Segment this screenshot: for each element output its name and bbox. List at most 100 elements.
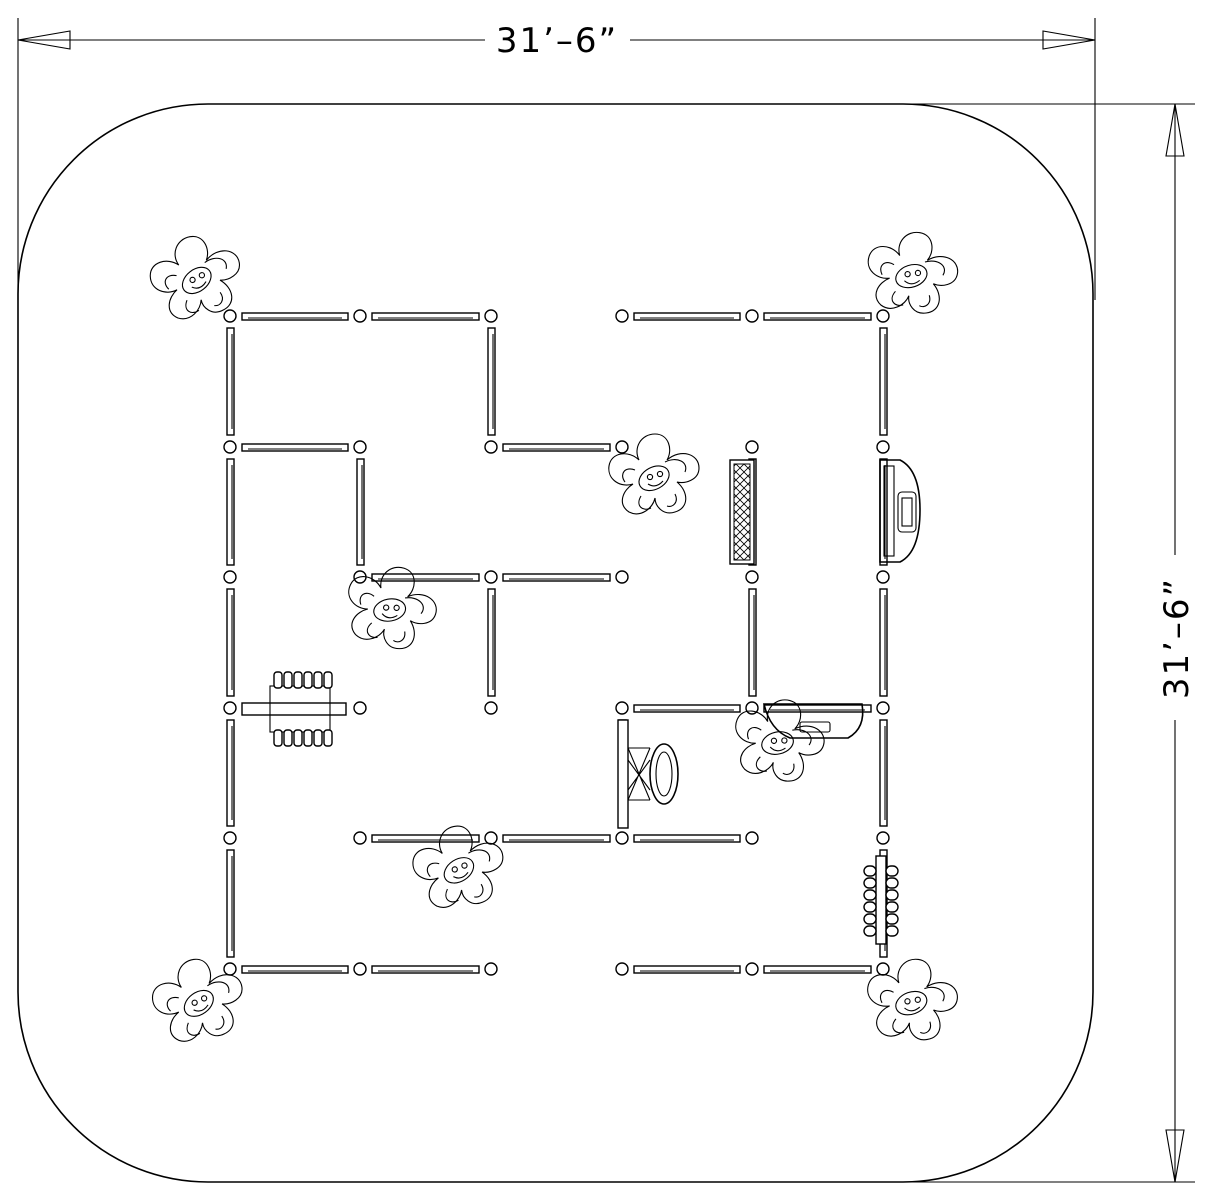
maze-panel xyxy=(487,588,496,697)
roller-bump xyxy=(863,877,877,889)
maze-post xyxy=(615,701,629,715)
safety-surface-outline xyxy=(17,103,1094,1183)
climbing-net-panel-icon xyxy=(729,459,755,565)
maze-panel xyxy=(226,719,235,827)
balance-beam-icon xyxy=(241,671,347,747)
maze-walls xyxy=(223,309,890,976)
maze-post xyxy=(745,440,759,454)
maze-panel xyxy=(487,327,496,436)
flower-icon xyxy=(860,224,964,320)
maze-panel xyxy=(879,588,888,697)
maze-post xyxy=(615,831,629,845)
beam-tooth xyxy=(303,671,313,689)
pod-panel-icon xyxy=(762,703,864,739)
maze-panel xyxy=(502,573,611,582)
maze-post xyxy=(615,570,629,584)
maze-post xyxy=(484,440,498,454)
flower-icon xyxy=(335,553,447,659)
beam-tooth xyxy=(273,671,283,689)
roller-bump xyxy=(885,889,899,901)
beam-tooth xyxy=(293,729,303,747)
maze-post xyxy=(745,831,759,845)
maze-panel xyxy=(502,834,611,843)
maze-panel xyxy=(633,834,741,843)
maze-post xyxy=(353,701,367,715)
maze-post xyxy=(615,309,629,323)
maze-post xyxy=(223,440,237,454)
maze-post xyxy=(484,831,498,845)
maze-post xyxy=(484,701,498,715)
width-label: 31’–6” xyxy=(496,21,618,61)
maze-panel xyxy=(633,965,741,974)
beam-tooth xyxy=(283,729,293,747)
maze-post xyxy=(484,962,498,976)
maze-panel xyxy=(371,312,480,321)
flower-icon xyxy=(861,952,963,1046)
maze-panel xyxy=(763,965,872,974)
beam-tooth xyxy=(313,671,323,689)
height-dimension: 31’–6” xyxy=(895,103,1197,1183)
beam-tooth xyxy=(323,671,333,689)
beam-tooth xyxy=(303,729,313,747)
maze-post xyxy=(876,962,890,976)
maze-panel xyxy=(748,588,757,697)
beam-tooth xyxy=(273,729,283,747)
steering-panel-icon xyxy=(879,459,921,563)
maze-post xyxy=(615,962,629,976)
roller-bump xyxy=(885,925,899,937)
roller-bump xyxy=(885,877,899,889)
roller-bump xyxy=(863,865,877,877)
maze-panel xyxy=(763,704,872,713)
maze-panel xyxy=(879,719,888,827)
maze-panel xyxy=(633,704,741,713)
maze-post xyxy=(223,831,237,845)
log-roller-icon xyxy=(863,855,899,945)
maze-panel xyxy=(502,443,611,452)
width-dimension: 31’–6” xyxy=(17,18,1096,300)
maze-post xyxy=(876,440,890,454)
roller-bump xyxy=(885,901,899,913)
maze-post xyxy=(745,309,759,323)
maze-post xyxy=(876,570,890,584)
maze-panel xyxy=(241,965,349,974)
maze-post xyxy=(876,309,890,323)
maze-panel xyxy=(763,312,872,321)
maze-post xyxy=(745,962,759,976)
beam-tooth xyxy=(283,671,293,689)
beam-tooth xyxy=(323,729,333,747)
roller-bump xyxy=(863,925,877,937)
maze-panel xyxy=(879,327,888,436)
maze-post xyxy=(223,962,237,976)
roller-bump xyxy=(885,913,899,925)
maze-panel xyxy=(226,588,235,697)
maze-post xyxy=(876,701,890,715)
maze-post xyxy=(223,309,237,323)
flower-icon xyxy=(143,228,248,324)
maze-post xyxy=(353,440,367,454)
maze-panel xyxy=(226,849,235,958)
maze-post xyxy=(876,831,890,845)
roller-bump xyxy=(863,913,877,925)
roller-bump xyxy=(885,865,899,877)
maze-post xyxy=(353,962,367,976)
maze-post xyxy=(353,831,367,845)
maze-post xyxy=(484,309,498,323)
maze-panel xyxy=(356,458,365,566)
maze-post xyxy=(745,570,759,584)
maze-panel xyxy=(371,965,480,974)
beam-tooth xyxy=(313,729,323,747)
maze-panel xyxy=(241,443,349,452)
maze-post xyxy=(353,309,367,323)
maze-panel xyxy=(371,834,480,843)
maze-panel xyxy=(371,573,480,582)
maze-post xyxy=(223,570,237,584)
maze-post xyxy=(615,440,629,454)
drum-spinner-icon xyxy=(617,719,679,829)
roller-bump xyxy=(863,889,877,901)
maze-panel xyxy=(226,458,235,566)
maze-panel xyxy=(633,312,741,321)
beam-tooth xyxy=(293,671,303,689)
maze-panel xyxy=(226,327,235,436)
maze-panel xyxy=(241,312,349,321)
